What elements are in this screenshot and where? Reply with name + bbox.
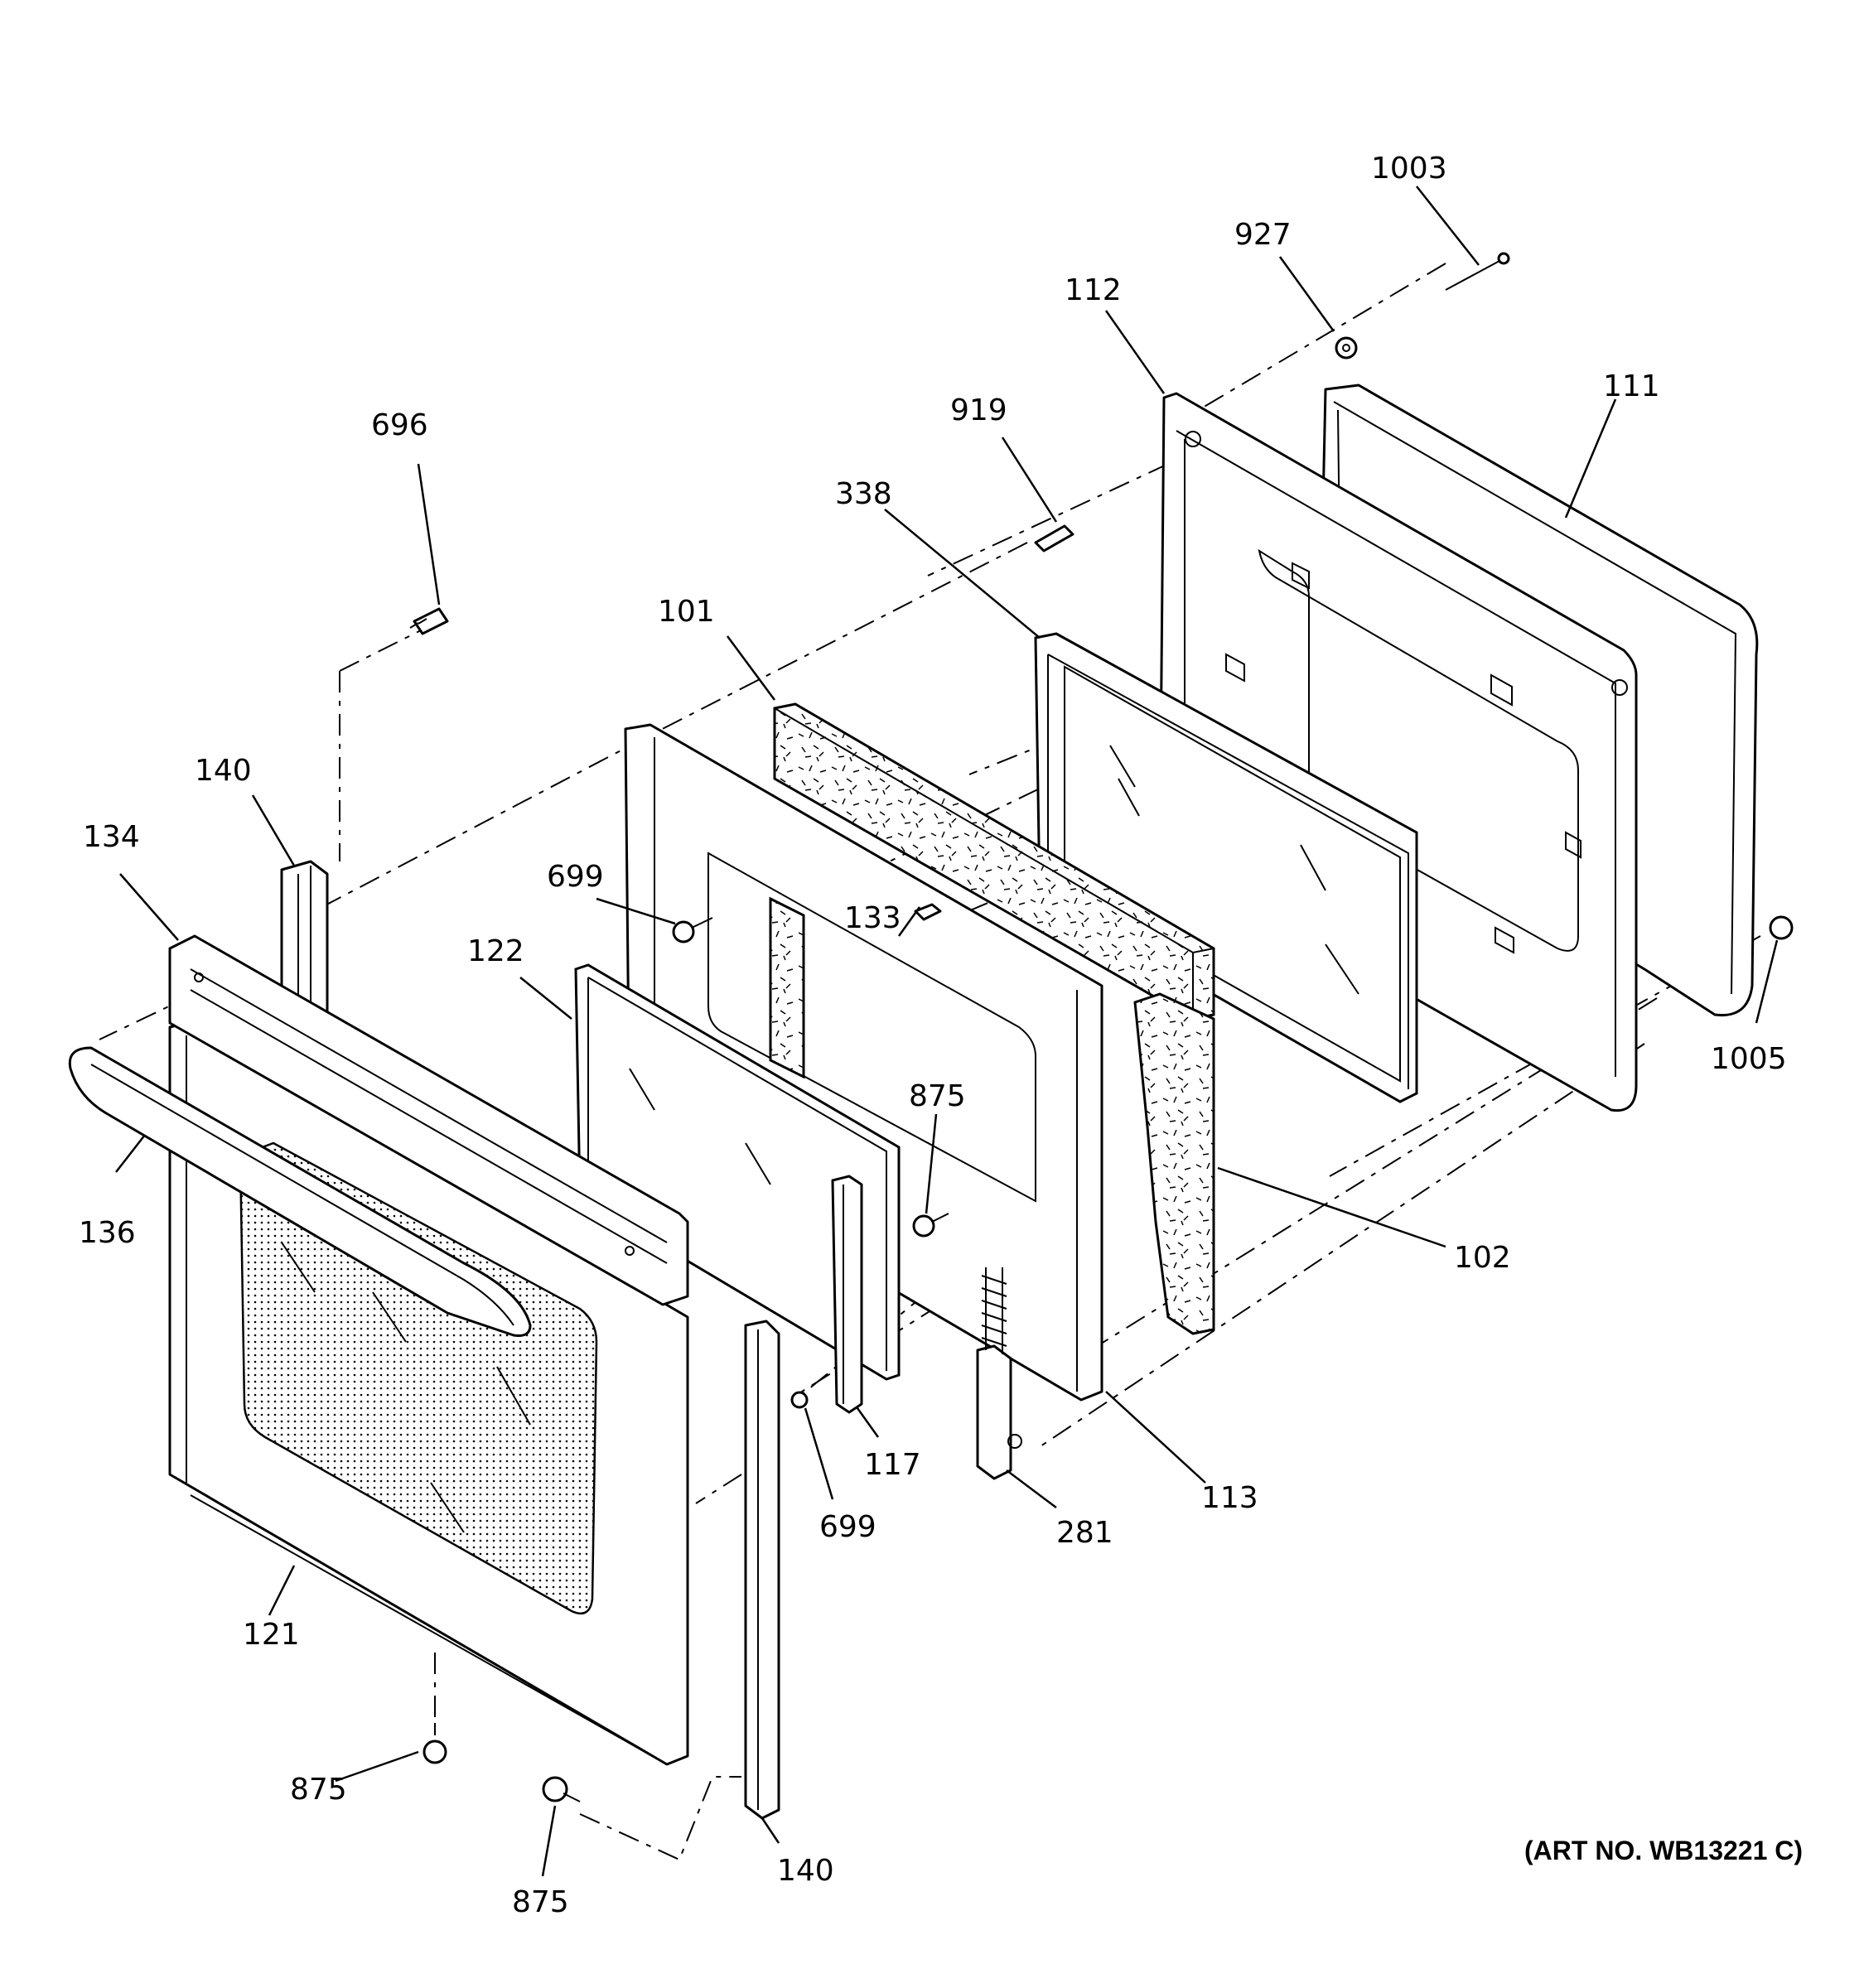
callout-101: 101	[658, 595, 715, 629]
callout-133: 133	[844, 901, 901, 935]
callout-112: 112	[1065, 273, 1122, 307]
callout-875-middle: 875	[909, 1079, 966, 1113]
callout-281: 281	[1056, 1516, 1113, 1550]
callout-927: 927	[1234, 218, 1292, 252]
screw-875-bottom	[542, 1776, 581, 1802]
callout-140-lower: 140	[777, 1854, 834, 1888]
callout-117: 117	[864, 1448, 921, 1482]
door-liner-112	[1158, 392, 1638, 1112]
leader-lines	[115, 186, 1779, 1877]
callout-122: 122	[467, 934, 524, 968]
callout-labels: 1003 927 112 111 919 696 338 101 140 134…	[79, 152, 1787, 1919]
callout-699-lower: 699	[819, 1510, 876, 1544]
callout-134: 134	[83, 820, 140, 854]
callout-136: 136	[79, 1216, 136, 1250]
callout-696: 696	[371, 408, 428, 442]
screw-699-upper	[672, 917, 713, 943]
side-channel-140-lower	[744, 1320, 780, 1820]
hinge-channel-117	[831, 1175, 863, 1414]
screw-1003	[1445, 252, 1510, 291]
clip-133	[914, 903, 942, 921]
art-number: (ART NO. WB13221 C)	[1524, 1836, 1803, 1865]
hinge-281	[976, 1267, 1022, 1480]
screw-875-bottom-left	[423, 1723, 447, 1764]
insulation-101	[773, 702, 1215, 1335]
callout-875-bottom-left: 875	[290, 1773, 347, 1807]
callout-699-upper: 699	[547, 860, 604, 894]
callout-121: 121	[243, 1618, 300, 1652]
screw-1005	[1769, 915, 1794, 940]
callout-338: 338	[835, 477, 892, 511]
callout-1005: 1005	[1711, 1042, 1787, 1076]
door-handle-136	[68, 1046, 532, 1337]
callout-875-bottom: 875	[512, 1885, 569, 1919]
screw-875-middle	[912, 1213, 949, 1238]
screw-696	[409, 607, 449, 635]
callout-140-upper: 140	[195, 754, 252, 788]
callout-1003: 1003	[1371, 152, 1447, 186]
callout-919: 919	[950, 393, 1007, 427]
screw-919	[1034, 524, 1074, 552]
fasteners	[409, 252, 1794, 1802]
callout-113: 113	[1201, 1481, 1258, 1515]
screw-699-lower	[790, 1391, 809, 1409]
washer-927	[1335, 336, 1358, 359]
callout-102: 102	[1454, 1241, 1511, 1275]
callout-111: 111	[1603, 369, 1660, 403]
vent-trim-134	[168, 934, 689, 1306]
